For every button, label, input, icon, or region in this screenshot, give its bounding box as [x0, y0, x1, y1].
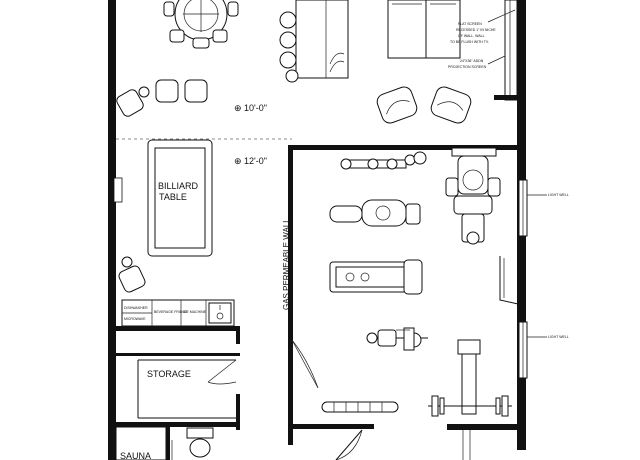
dimension-lower: ⊕ 12'-0" — [234, 156, 267, 166]
bar-counter — [279, 0, 349, 83]
flat-screen-line-2: RECESSED 1" IN NICHE — [456, 28, 496, 32]
kitchenette-counter: DISHWASHER MICROWAVE BEVERAGE FRIDGE ICE… — [121, 299, 235, 327]
sauna-room: SAUNA — [115, 426, 214, 460]
billiard-label-2: TABLE — [159, 192, 187, 202]
billiard-chair — [118, 256, 146, 293]
storage-room: STORAGE — [116, 326, 240, 430]
light-well-top: LIGHT WELL — [518, 179, 569, 237]
gym-lower-door — [335, 429, 471, 460]
microwave-label: MICROWAVE — [124, 317, 146, 321]
light-well-bottom-label: LIGHT WELL — [548, 335, 569, 339]
exterior-walls — [108, 0, 526, 460]
cable-machine — [445, 147, 501, 245]
ice-machine-label: ICE MACHINE — [183, 310, 207, 314]
light-well-top-label: LIGHT WELL — [548, 193, 569, 197]
lounge-armchairs — [376, 86, 472, 124]
side-chairs — [116, 79, 208, 117]
flat-screen-line-4: TO BE FLUSH WITH TV. — [450, 40, 489, 44]
gym-walls: GAS PERMEABLE WALL — [282, 145, 519, 445]
sectional-sofa — [387, 0, 461, 59]
sauna-label: SAUNA — [120, 451, 151, 460]
left-window — [113, 177, 123, 203]
treadmill — [329, 259, 423, 295]
screen-niche — [494, 0, 518, 101]
gym-door — [291, 339, 319, 389]
round-dining-table — [163, 0, 239, 49]
rowing-machine — [329, 199, 421, 227]
dishwasher-label: DISHWASHER — [124, 306, 148, 310]
dumbbell-row — [321, 401, 399, 413]
gas-wall-label: GAS PERMEABLE WALL — [282, 218, 291, 310]
flat-screen-note: FLAT SCREEN RECESSED 1" IN NICHE OF WALL… — [448, 9, 516, 69]
billiard-label-1: BILLIARD — [158, 181, 199, 191]
billiard-table: BILLIARD TABLE — [147, 139, 213, 257]
dimension-upper: ⊕ 10'-0" — [234, 103, 267, 113]
storage-label: STORAGE — [147, 369, 191, 379]
dumbbell-rack-top — [340, 151, 427, 170]
gym-wall-tv — [499, 256, 519, 305]
spin-bike — [366, 327, 428, 351]
dim-upper-label: 10'-0" — [244, 103, 267, 113]
dim-lower-label: 12'-0" — [244, 156, 267, 166]
projection-line-1: 24"X36" ADDN — [460, 59, 484, 63]
dim-marker-icon: ⊕ — [234, 103, 242, 113]
beverage-label: BEVERAGE FRIDGE — [154, 310, 188, 314]
projection-line-2: PROJECTION SCREEN — [448, 65, 487, 69]
flat-screen-line-1: FLAT SCREEN — [458, 22, 482, 26]
light-well-bottom: LIGHT WELL — [518, 321, 569, 379]
dim-marker-icon: ⊕ — [234, 156, 242, 166]
weight-bench — [428, 339, 512, 417]
flat-screen-line-3: OF WALL. WALL — [458, 34, 485, 38]
